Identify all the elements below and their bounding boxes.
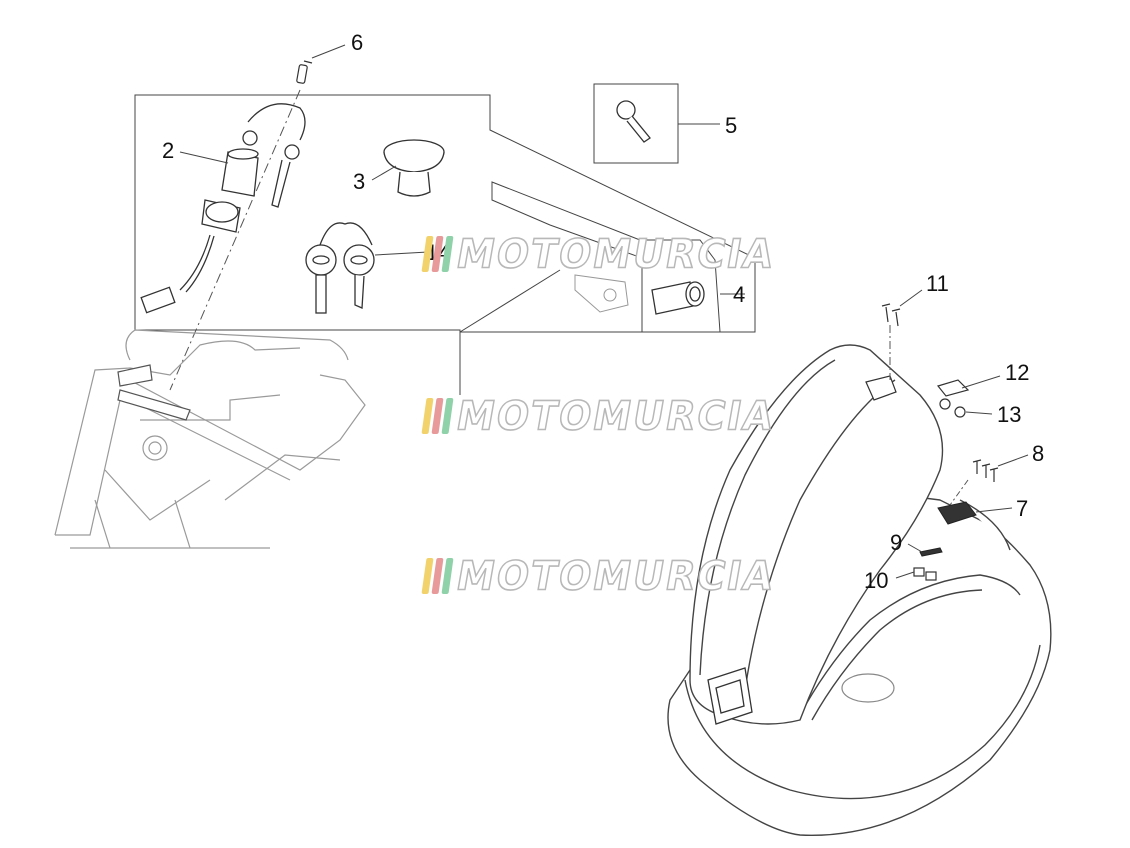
watermark-stripe: [441, 398, 454, 434]
leader-8: [997, 454, 1029, 467]
screw-6-icon: [296, 60, 313, 84]
callout-7: 7: [1016, 496, 1029, 521]
keys-14-icon: [305, 222, 375, 314]
callout-11: 11: [926, 271, 949, 296]
motorcycle-frame-icon: [54, 329, 366, 549]
leader-6: [311, 44, 346, 59]
frame-bracket-icon: [117, 364, 191, 421]
saddlebag-latch-icon: [707, 667, 753, 725]
leader-2: [179, 151, 229, 164]
watermark-logo-icon: [421, 398, 454, 434]
leader-14: [374, 251, 429, 256]
lock-bracket-icon: [574, 274, 629, 313]
callout-10: 10: [864, 568, 889, 593]
screws-8-icon: [972, 459, 999, 482]
watermark-text: MOTOMURCIA: [452, 230, 779, 278]
watermark-3: MOTOMURCIA: [421, 552, 780, 600]
ignition-switch-icon: [140, 103, 306, 314]
leader-11: [899, 289, 923, 307]
callout-13: 13: [997, 402, 1022, 427]
watermark-stripe: [441, 236, 454, 272]
leader-7: [975, 507, 1013, 513]
saddlebag-lid-icon: [689, 344, 944, 725]
nuts-13-icon: [939, 398, 966, 418]
leader-13: [965, 411, 993, 415]
watermark-logo-icon: [421, 558, 454, 594]
callout-3: 3: [353, 169, 366, 194]
part-9-icon: [919, 547, 943, 557]
leader-10: [895, 571, 915, 579]
screws-11-icon: [881, 303, 901, 327]
watermark-2: MOTOMURCIA: [421, 392, 780, 440]
watermark-logo-icon: [421, 236, 454, 272]
watermark-1: MOTOMURCIA: [421, 230, 780, 278]
frame-connector-diag: [459, 269, 561, 333]
leader-3: [371, 165, 397, 181]
leader-12: [961, 375, 1001, 389]
center-line-7: [949, 479, 969, 506]
plate-12-icon: [936, 379, 970, 397]
callout-6: 6: [351, 30, 364, 55]
callout-8: 8: [1032, 441, 1045, 466]
watermark-stripe: [441, 558, 454, 594]
key-blank-icon: [616, 100, 651, 143]
leader-9: [907, 543, 923, 553]
callout-4: 4: [733, 282, 746, 307]
fuel-cap-icon: [383, 139, 445, 197]
callout-2: 2: [162, 138, 175, 163]
latch-7-icon: [937, 501, 977, 525]
callout-9: 9: [890, 530, 903, 555]
callout-12: 12: [1005, 360, 1030, 385]
emblem-icon: [841, 673, 895, 703]
kit-frame-lock: [491, 181, 721, 333]
watermark-text: MOTOMURCIA: [452, 552, 779, 600]
watermark-text: MOTOMURCIA: [452, 392, 779, 440]
lock-cylinder-icon: [651, 281, 705, 315]
callout-5: 5: [725, 113, 738, 138]
kit-frame-outer: [134, 94, 756, 333]
center-line: [169, 89, 301, 391]
lid-hinge-icon: [865, 375, 897, 401]
